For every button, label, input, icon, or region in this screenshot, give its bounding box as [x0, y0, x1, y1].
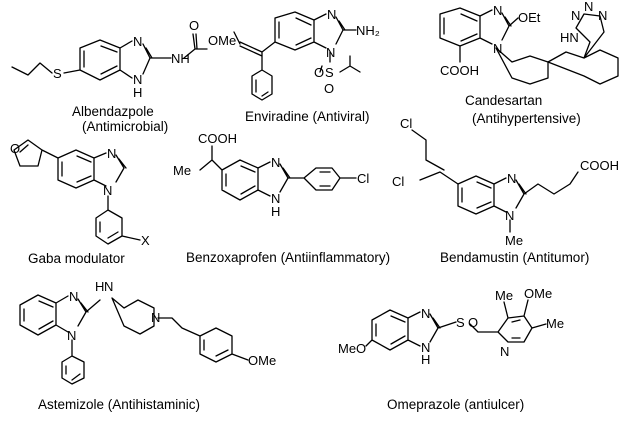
candesartan-oet: OEt [518, 10, 541, 25]
benoxaprofen-n-bottom: N [271, 191, 280, 206]
compound-astemizole: N N H N N OMe Astemizole (Antihistaminic… [19, 279, 276, 412]
enviradine-o2: O [324, 81, 334, 96]
compound-gaba-modulator: O N N X Gaba modulator [10, 139, 150, 266]
omeprazole-n-top: N [421, 306, 430, 321]
candesartan-tetrazole-hn: HN [560, 30, 579, 45]
omeprazole-o: O [468, 315, 478, 330]
albendazole-bonds [11, 33, 208, 81]
bendamustine-cooh: COOH [580, 158, 619, 173]
enviradine-s: S [325, 65, 334, 80]
candesartan-bonds [439, 7, 619, 85]
candesartan-tetrazole-n3: N [598, 8, 607, 23]
enviradine-nh2: NH₂ [356, 23, 380, 38]
enviradine-n-top: N [327, 7, 336, 22]
omeprazole-s: S [456, 315, 465, 330]
albendazole-s: S [53, 66, 62, 81]
albendazole-ome: OMe [208, 33, 236, 48]
astemizole-nh-h: H [95, 279, 104, 294]
compound-benoxaprofen: COOH Me N N H Cl Benzoxaprofen (Antiinfl… [173, 131, 390, 265]
omeprazole-me-side: Me [546, 316, 564, 331]
candesartan-name: Candesartan [465, 93, 542, 108]
omeprazole-n-bottom: N [421, 340, 430, 355]
benoxaprofen-me: Me [173, 163, 191, 178]
albendazole-h: H [133, 85, 142, 100]
benoxaprofen-name: Benzoxaprofen (Antiinflammatory) [186, 250, 390, 265]
benoxaprofen-cl: Cl [357, 171, 369, 186]
omeprazole-ome: OMe [524, 286, 552, 301]
albendazole-name: Albendazpole [72, 104, 154, 119]
compound-omeprazole: MeO N N H S O OMe Me Me N Omeprazole (an… [338, 286, 564, 412]
omeprazole-h: H [421, 352, 430, 367]
candesartan-n-bottom: N [493, 41, 502, 56]
enviradine-n-bottom: N [326, 45, 335, 60]
bendamustine-me: Me [505, 233, 523, 248]
candesartan-tetrazole-n2: N [584, 0, 593, 14]
astemizole-piperidine-n: N [151, 310, 160, 325]
astemizole-ome: OMe [248, 353, 276, 368]
candesartan-activity: (Antihypertensive) [472, 111, 581, 126]
enviradine-o: O [314, 65, 324, 80]
omeprazole-pyridine-n: N [500, 344, 509, 359]
astemizole-n-top: N [69, 289, 78, 304]
candesartan-cooh: COOH [440, 63, 479, 78]
candesartan-n-top: N [493, 3, 502, 18]
bendamustine-cl-top: Cl [400, 116, 412, 131]
compound-bendamustine: Cl Cl N N Me COOH Bendamustin (Antitumor… [392, 116, 619, 265]
astemizole-bonds [19, 294, 249, 385]
bendamustine-cl-side: Cl [392, 174, 404, 189]
gaba-bonds [13, 139, 141, 245]
albendazole-activity: (Antimicrobial) [82, 119, 168, 134]
compound-enviradine: N N NH₂ O S O Enviradine (Antiviral) [233, 7, 380, 124]
bendamustine-bonds [411, 129, 579, 233]
omeprazole-meo: MeO [338, 341, 366, 356]
omeprazole-me-top: Me [495, 288, 513, 303]
bendamustine-n-top: N [507, 171, 516, 186]
compound-candesartan: N N OEt COOH N N N HN Candesartan (Antih… [439, 0, 619, 126]
candesartan-tetrazole-n1: N [571, 8, 580, 23]
astemizole-n-bottom: N [67, 328, 76, 343]
gaba-n-top: N [107, 146, 116, 161]
gaba-furan-o: O [10, 141, 20, 156]
albendazole-nh: NH [171, 51, 190, 66]
albendazole-n-top: N [133, 34, 142, 49]
bendamustine-n-bottom: N [505, 208, 514, 223]
benoxaprofen-h: H [271, 204, 280, 219]
enviradine-name: Enviradine (Antiviral) [245, 109, 370, 124]
benoxaprofen-cooh: COOH [198, 131, 237, 146]
omeprazole-name: Omeprazole (antiulcer) [387, 397, 524, 412]
astemizole-nh-n: N [104, 279, 113, 294]
enviradine-bonds [233, 11, 361, 101]
albendazole-carbonyl-o: O [189, 18, 199, 33]
bendamustine-name: Bendamustin (Antitumor) [440, 250, 589, 265]
compound-albendazole: S N N H NH O OMe Albendazpole (Antimicro… [11, 18, 236, 134]
gaba-n-bottom: N [103, 183, 112, 198]
albendazole-n-bottom: N [133, 72, 142, 87]
astemizole-name: Astemizole (Antihistaminic) [38, 397, 200, 412]
benoxaprofen-bonds [199, 145, 357, 201]
gaba-x: X [141, 233, 150, 248]
gaba-name: Gaba modulator [28, 251, 125, 266]
benoxaprofen-n-top: N [271, 155, 280, 170]
omeprazole-bonds [365, 299, 547, 351]
